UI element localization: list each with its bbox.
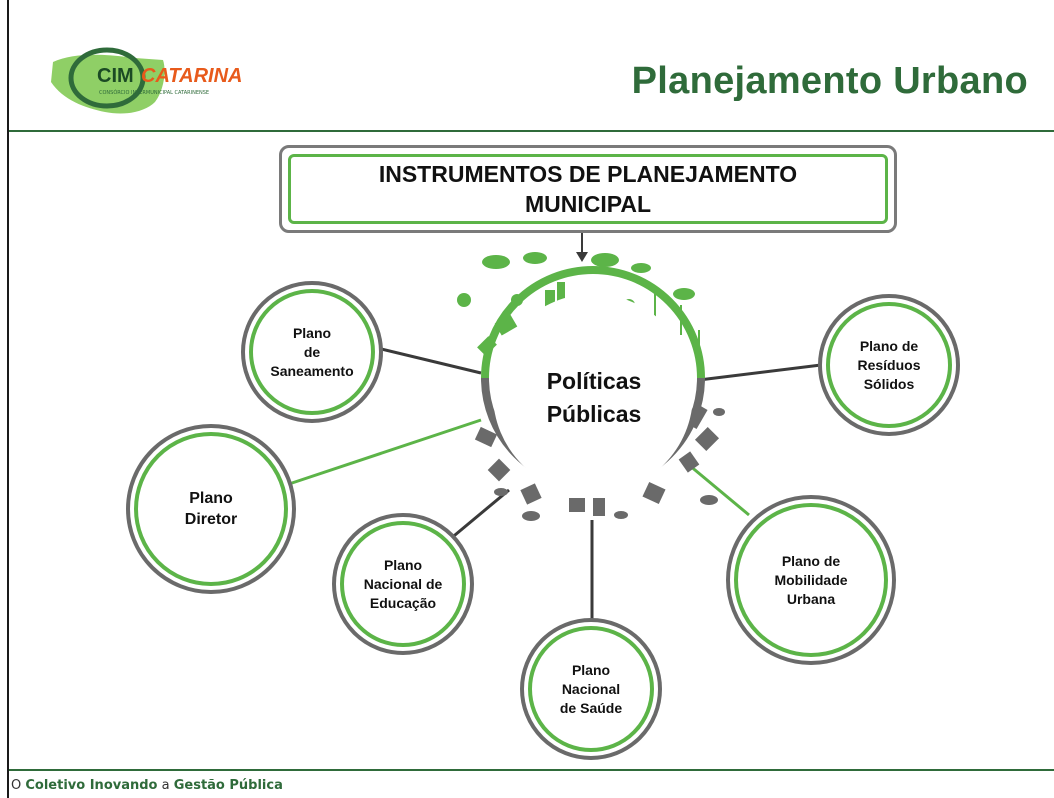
globe-ring-green	[481, 266, 705, 379]
header-divider	[9, 130, 1054, 132]
node-saneamento-l3: Saneamento	[270, 362, 354, 379]
node-educacao-l3: Educação	[369, 594, 437, 611]
connector-residuos	[698, 363, 822, 382]
node-mobilidade-l2: Mobilidade	[774, 571, 848, 588]
arrow-head	[576, 252, 588, 262]
globe-core	[493, 294, 693, 494]
node-educacao-l2: Nacional de	[363, 575, 443, 592]
connector-mobilidade	[688, 463, 750, 517]
connector-saneamento	[376, 346, 482, 375]
footer-part2: Coletivo Inovando	[25, 778, 158, 793]
node-residuos-l3: Sólidos	[863, 375, 915, 392]
footer-tagline: O Coletivo Inovando a Gestão Pública	[11, 778, 283, 793]
connector-diretor	[288, 418, 482, 486]
node-diretor-l2: Diretor	[184, 511, 238, 528]
node-saude-l1: Plano	[571, 661, 611, 678]
node-mobilidade-l3: Urbana	[786, 590, 836, 607]
node-plano-saude: Plano Nacional de Saúde	[520, 618, 662, 760]
node-plano-mobilidade: Plano de Mobilidade Urbana	[726, 495, 896, 665]
node-mobilidade-l1: Plano de	[781, 552, 841, 569]
center-label: Políticas Públicas	[509, 365, 679, 431]
footer-part1: O	[11, 778, 26, 793]
logo-cim-text: CIM	[97, 65, 134, 87]
diagram-canvas	[288, 233, 822, 622]
node-plano-saneamento: Plano de Saneamento	[241, 281, 383, 423]
connector-educacao	[448, 488, 510, 542]
footer-part4: Gestão Pública	[173, 778, 283, 793]
node-plano-diretor: Plano Diretor	[126, 424, 296, 594]
center-line-2: Públicas	[546, 401, 642, 427]
instruments-box: INSTRUMENTOS DE PLANEJAMENTO MUNICIPAL	[279, 145, 897, 233]
node-saude-l2: Nacional	[561, 680, 621, 697]
footer-part3: a	[157, 778, 174, 793]
node-plano-educacao: Plano Nacional de Educação	[332, 513, 474, 655]
instruments-box-text: INSTRUMENTOS DE PLANEJAMENTO MUNICIPAL	[378, 161, 798, 217]
page-title: Planejamento Urbano	[631, 60, 1028, 102]
logo-catarina-text: CATARINA	[141, 65, 242, 87]
node-educacao-l1: Plano	[383, 556, 423, 573]
node-diretor-l1: Plano	[189, 490, 233, 507]
node-residuos-l1: Plano de	[859, 337, 919, 354]
slide: CIM CATARINA CONSÓRCIO INTERMUNICIPAL CA…	[7, 0, 1054, 798]
node-saneamento-l2: de	[303, 343, 321, 360]
center-line-1: Políticas	[546, 368, 642, 394]
logo-ring	[68, 47, 146, 109]
logo-subtitle: CONSÓRCIO INTERMUNICIPAL CATARINENSE	[99, 89, 209, 96]
footer-divider	[9, 769, 1054, 771]
node-residuos-l2: Resíduos	[857, 356, 921, 373]
node-saneamento-l1: Plano	[292, 324, 332, 341]
node-plano-residuos: Plano de Resíduos Sólidos	[818, 294, 960, 436]
node-saude-l3: de Saúde	[559, 699, 623, 716]
cimcatarina-logo: CIM CATARINA CONSÓRCIO INTERMUNICIPAL CA…	[51, 47, 242, 114]
